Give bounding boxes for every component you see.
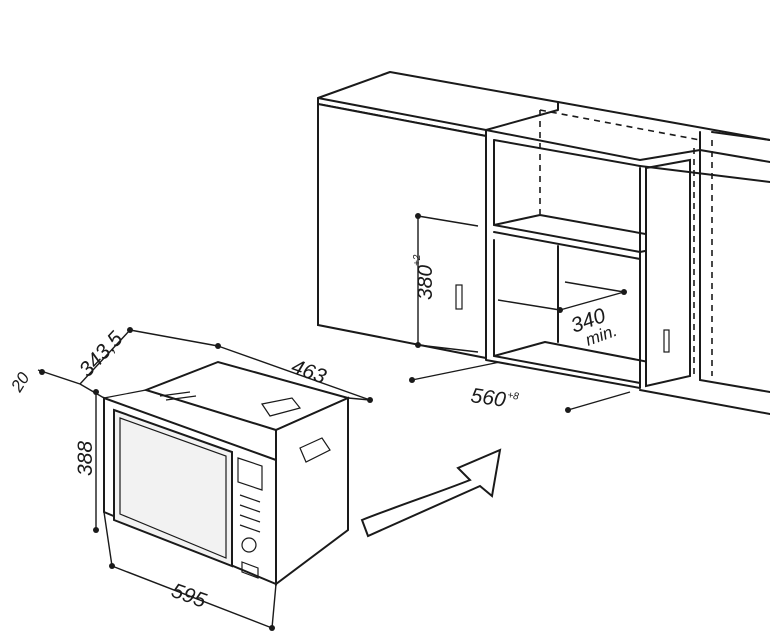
dim-label-380-tol: +2 [412,254,423,266]
install-arrow [360,448,502,538]
dim-label-595: 595 [168,579,209,613]
dimension-lines [37,213,631,631]
dim-label-343-5: 343,5 [75,327,128,381]
dim-label-560-tol: +8 [507,390,520,403]
oven [103,360,351,586]
dim-label-380: 380 [414,265,437,300]
dim-label-388: 388 [74,441,97,476]
dim-label-560: 560 [469,384,507,412]
cabinet [317,71,770,415]
dim-label-20: 20 [7,369,34,396]
